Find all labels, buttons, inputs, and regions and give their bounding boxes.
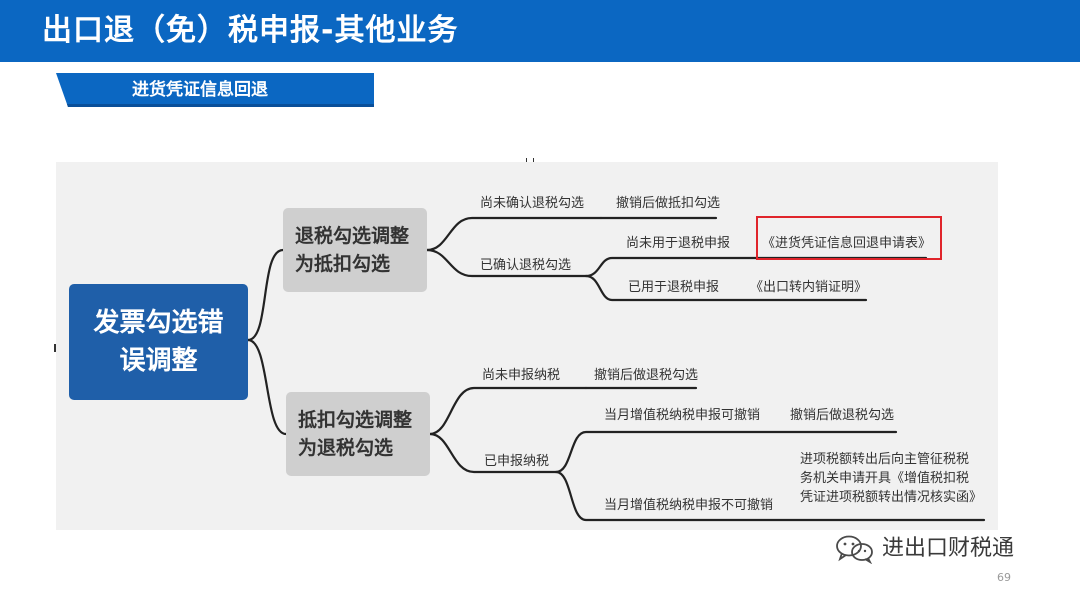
watermark: 进出口财税通 <box>834 528 1014 570</box>
b2-leaf2-label: 当月增值税纳税申报不可撤销 <box>604 498 774 513</box>
connector-b1-sub2-leaf1 <box>584 256 928 278</box>
connector-branch2-sub2 <box>428 432 558 474</box>
b1-leaf2-label: 已用于退税申报 <box>628 280 720 295</box>
connector-branch1-sub1 <box>425 216 603 252</box>
page-number: 69 <box>997 571 1011 584</box>
b2-leaf1-result: 撤销后做退税勾选 <box>790 408 895 423</box>
highlight-box <box>756 216 942 260</box>
connector-b2-sub2-leaf1 <box>554 430 898 474</box>
b2-sub2-label: 已申报纳税 <box>484 454 550 469</box>
mind-map-diagram: 发票勾选错误调整 退税勾选调整为抵扣勾选 抵扣勾选调整为退税勾选 尚未确认退税勾… <box>56 162 998 530</box>
connector-branch1-sub2 <box>425 248 588 278</box>
connector-branch2-sub1 <box>428 386 588 436</box>
page-title: 出口退（免）税申报-其他业务 <box>42 13 459 48</box>
section-label: 进货凭证信息回退 <box>132 80 268 100</box>
branch-node-deduct-to-refund: 抵扣勾选调整为退税勾选 <box>286 392 430 476</box>
b2-leaf2-result: 进项税额转出后向主管征税税务机关申请开具《增值税扣税凭证进项税额转出情况核实函》 <box>800 452 983 505</box>
b2-leaf1-label: 当月增值税纳税申报可撤销 <box>604 408 761 423</box>
left-connector-mark <box>54 344 56 352</box>
connector-root-branch1 <box>246 248 285 342</box>
b1-sub1-label: 尚未确认退税勾选 <box>480 196 585 211</box>
b1-sub1-result: 撤销后做抵扣勾选 <box>616 196 721 211</box>
b2-sub1-label: 尚未申报纳税 <box>482 368 561 383</box>
b1-leaf1-result: 《进货凭证信息回退申请表》 <box>762 236 932 251</box>
watermark-text: 进出口财税通 <box>882 536 1015 561</box>
connector-root-branch2 <box>246 338 288 436</box>
connector-b1-sub2-leaf2 <box>584 274 868 302</box>
b2-sub1-result: 撤销后做退税勾选 <box>594 368 699 383</box>
b1-sub2-label: 已确认退税勾选 <box>480 258 572 273</box>
mind-map-connectors <box>246 216 986 522</box>
root-node: 发票勾选错误调整 <box>69 284 248 400</box>
b1-leaf2-result: 《出口转内销证明》 <box>750 280 868 295</box>
connector-b2-sub2-leaf2 <box>554 470 986 522</box>
section-tag <box>56 73 374 107</box>
wechat-icon <box>836 535 873 564</box>
branch-node-refund-to-deduct: 退税勾选调整为抵扣勾选 <box>283 208 427 292</box>
b1-leaf1-label: 尚未用于退税申报 <box>626 236 731 251</box>
header-bar: 出口退（免）税申报-其他业务 <box>0 0 1080 62</box>
